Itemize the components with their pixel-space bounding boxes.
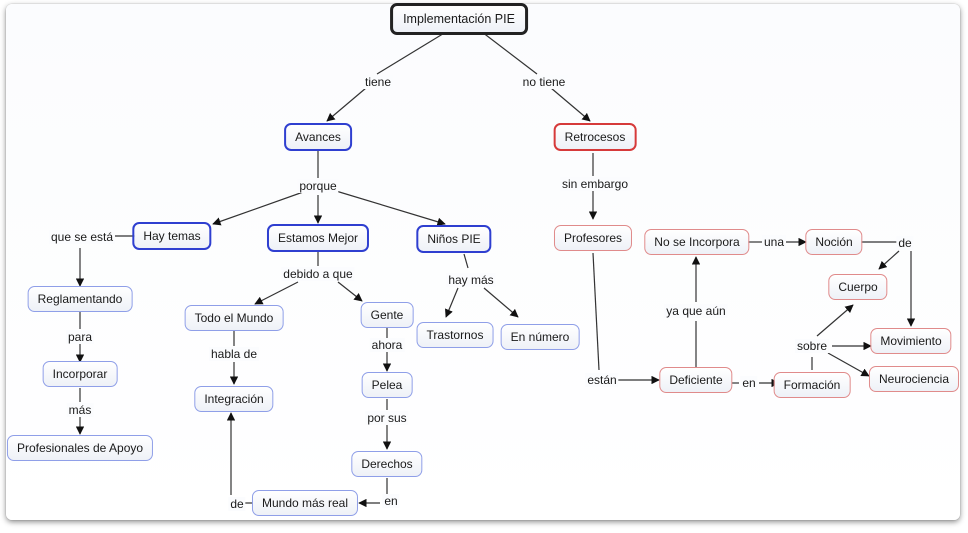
link-label-habla-de: habla de xyxy=(208,347,260,361)
link-label-en-formacion: en xyxy=(740,376,758,390)
node-hay-temas[interactable]: Hay temas xyxy=(132,222,212,250)
node-pelea[interactable]: Pelea xyxy=(361,372,413,398)
node-en-numero[interactable]: En número xyxy=(500,324,580,350)
node-derechos[interactable]: Derechos xyxy=(351,451,423,477)
link-label-tiene: tiene xyxy=(362,75,394,89)
node-mundo-mas-real[interactable]: Mundo más real xyxy=(251,490,359,516)
node-avances[interactable]: Avances xyxy=(284,123,352,151)
node-estamos-mejor[interactable]: Estamos Mejor xyxy=(266,224,370,252)
link-label-hay-mas: hay más xyxy=(446,273,496,287)
node-profesionales-de-apoyo[interactable]: Profesionales de Apoyo xyxy=(6,435,154,461)
node-todo-el-mundo[interactable]: Todo el Mundo xyxy=(184,305,284,331)
node-gente[interactable]: Gente xyxy=(360,302,414,328)
node-incorporar[interactable]: Incorporar xyxy=(42,361,118,387)
link-label-estan: están xyxy=(585,373,619,387)
link-label-debido-a-que: debido a que xyxy=(281,267,355,281)
link-label-no-tiene: no tiene xyxy=(520,75,568,89)
link-label-para: para xyxy=(65,330,95,344)
node-no-se-incorpora[interactable]: No se Incorpora xyxy=(644,229,750,255)
link-label-sin-embargo: sin embargo xyxy=(559,177,631,191)
node-trastornos[interactable]: Trastornos xyxy=(416,322,494,348)
link-label-ahora: ahora xyxy=(369,338,405,352)
link-label-una: una xyxy=(761,235,787,249)
node-ninos-pie[interactable]: Niños PIE xyxy=(416,225,492,253)
node-retrocesos[interactable]: Retrocesos xyxy=(553,123,637,151)
node-integracion[interactable]: Integración xyxy=(194,386,274,412)
link-label-sobre: sobre xyxy=(794,339,830,353)
node-movimiento[interactable]: Movimiento xyxy=(870,328,952,354)
link-label-que-se-esta: que se está xyxy=(48,230,116,244)
node-implementacion-pie[interactable]: Implementación PIE xyxy=(390,3,528,35)
node-profesores[interactable]: Profesores xyxy=(553,225,633,251)
node-deficiente[interactable]: Deficiente xyxy=(659,367,733,393)
link-label-por-sus: por sus xyxy=(365,411,409,425)
link-label-de-mundo: de xyxy=(228,497,246,511)
link-label-ya-que-aun: ya que aún xyxy=(664,304,728,318)
node-reglamentando[interactable]: Reglamentando xyxy=(27,286,133,312)
node-formacion[interactable]: Formación xyxy=(773,372,851,398)
link-label-de-nocion: de xyxy=(896,236,914,250)
link-label-mas: más xyxy=(66,403,94,417)
link-label-en-derechos: en xyxy=(382,494,400,508)
node-neurociencia[interactable]: Neurociencia xyxy=(868,366,960,392)
concept-map: Implementación PIE Avances Retrocesos Ha… xyxy=(6,3,960,520)
node-nocion[interactable]: Noción xyxy=(805,229,863,255)
node-cuerpo[interactable]: Cuerpo xyxy=(828,274,888,300)
link-label-porque: porque xyxy=(297,179,339,193)
